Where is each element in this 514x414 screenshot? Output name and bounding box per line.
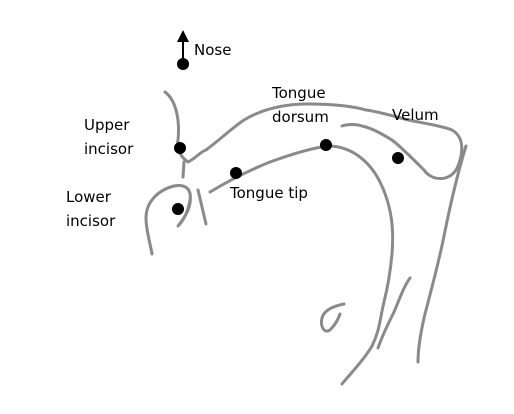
incisor-edge-stroke: [198, 190, 206, 224]
upper-incisor-stroke: [183, 162, 184, 177]
tongue-dorsum-marker: [320, 139, 332, 151]
lower-incisor-label-line1: Lower: [66, 188, 112, 206]
nose-marker: [177, 58, 189, 70]
tongue-dorsum-label-line2: dorsum: [272, 108, 329, 126]
velum-label: Velum: [392, 106, 439, 124]
tongue-tip-marker: [230, 167, 242, 179]
lower-incisor-label-line2: incisor: [66, 212, 116, 230]
epiglottis-loop: [321, 304, 344, 331]
tongue-tip-label: Tongue tip: [229, 184, 308, 202]
upper-lip-outline: [165, 92, 206, 162]
nose-label: Nose: [194, 41, 231, 59]
velum-marker: [392, 152, 404, 164]
tongue-dorsum-label-line1: Tongue: [271, 84, 326, 102]
lower-incisor-marker: [172, 203, 184, 215]
lower-lip-outline: [146, 186, 190, 254]
tongue-outline: [210, 146, 393, 384]
upper-incisor-label-line1: Upper: [84, 116, 130, 134]
upper-incisor-label-line2: incisor: [84, 140, 134, 158]
upper-incisor-marker: [174, 142, 186, 154]
nose-arrow-head: [177, 30, 189, 42]
